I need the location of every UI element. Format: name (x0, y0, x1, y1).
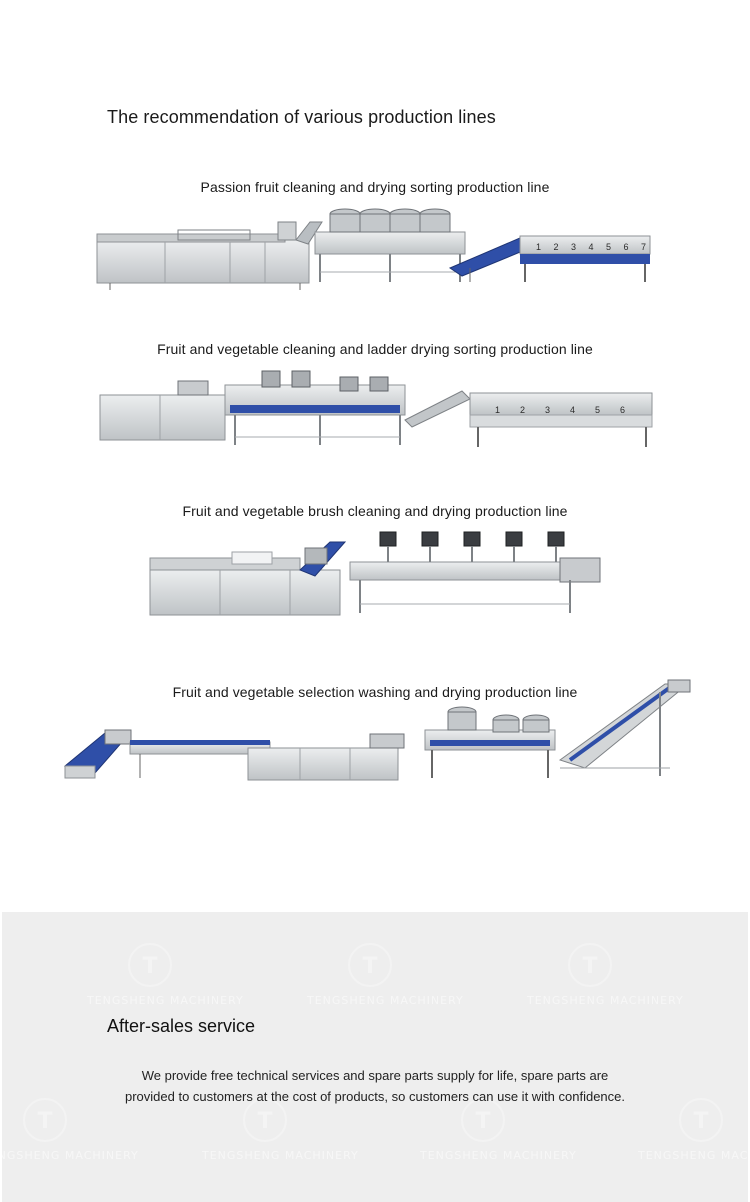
svg-text:T: T (362, 954, 377, 979)
svg-text:T: T (142, 954, 157, 979)
page-heading: The recommendation of various production… (107, 107, 496, 127)
line-title-selection-washing: Fruit and vegetable selection washing an… (172, 684, 578, 700)
sorter-number-label: 3 (545, 405, 550, 415)
brush-cleaning-line-illustration (0, 528, 750, 623)
ladder-drying-line-illustration: 1 2 3 4 5 6 (0, 365, 750, 460)
sorter-number-label: 5 (606, 242, 611, 252)
sorter-number-label: 5 (595, 405, 600, 415)
watermark-text: TENGSHENG MACHINERY (420, 1149, 577, 1162)
watermark-text: TENGSHENG MACHINERY (527, 994, 684, 1007)
sorter-number-label: 4 (570, 405, 575, 415)
sorter-number-label: 2 (554, 242, 559, 252)
after-sales-panel: T TENGSHENG MACHINERY T TENGSHENG MACHINERY… (2, 912, 748, 1202)
sorter-number-label: 1 (536, 242, 541, 252)
svg-text:T: T (582, 954, 597, 979)
sorter-number-label: 3 (571, 242, 576, 252)
line-title-ladder-drying: Fruit and vegetable cleaning and ladder … (157, 341, 593, 357)
watermark-logo: T (347, 942, 393, 988)
watermark-logo: T (127, 942, 173, 988)
sorter-number-label: 4 (589, 242, 594, 252)
svg-text:T: T (257, 1109, 272, 1134)
svg-text:T: T (37, 1109, 52, 1134)
sorter-number-label: 6 (620, 405, 625, 415)
line-title-brush-cleaning: Fruit and vegetable brush cleaning and d… (182, 503, 568, 519)
watermark-logo: T (22, 1097, 68, 1143)
watermark-logo: T (678, 1097, 724, 1143)
sorter-number-label: 7 (641, 242, 646, 252)
sorter-number-label: 1 (495, 405, 500, 415)
after-sales-line-1: We provide free technical services and s… (141, 1068, 609, 1083)
svg-text:T: T (693, 1109, 708, 1134)
watermark-text: TENGSHENG MACHINERY (87, 994, 244, 1007)
watermark-logo: T (460, 1097, 506, 1143)
selection-washing-line-illustration (0, 678, 750, 788)
line-title-passion-fruit: Passion fruit cleaning and drying sortin… (200, 179, 550, 195)
sorter-number-label: 6 (624, 242, 629, 252)
passion-fruit-line-illustration: 1 2 3 4 5 6 7 (0, 200, 750, 295)
watermark-text: TENGSHENG MACHINERY (307, 994, 464, 1007)
svg-text:T: T (475, 1109, 490, 1134)
sorter-number-label: 2 (520, 405, 525, 415)
watermark-text: TENGSHENG MACHINERY (202, 1149, 359, 1162)
watermark-text: TENGSHENG MACHINERY (2, 1149, 139, 1162)
watermark-logo: T (567, 942, 613, 988)
after-sales-title: After-sales service (107, 1016, 256, 1036)
watermark-text: TENGSHENG MACHINERY (638, 1149, 748, 1162)
after-sales-line-2: provided to customers at the cost of pro… (124, 1089, 626, 1104)
watermark-logo: T (242, 1097, 288, 1143)
after-sales-description: We provide free technical services and s… (2, 1065, 748, 1107)
